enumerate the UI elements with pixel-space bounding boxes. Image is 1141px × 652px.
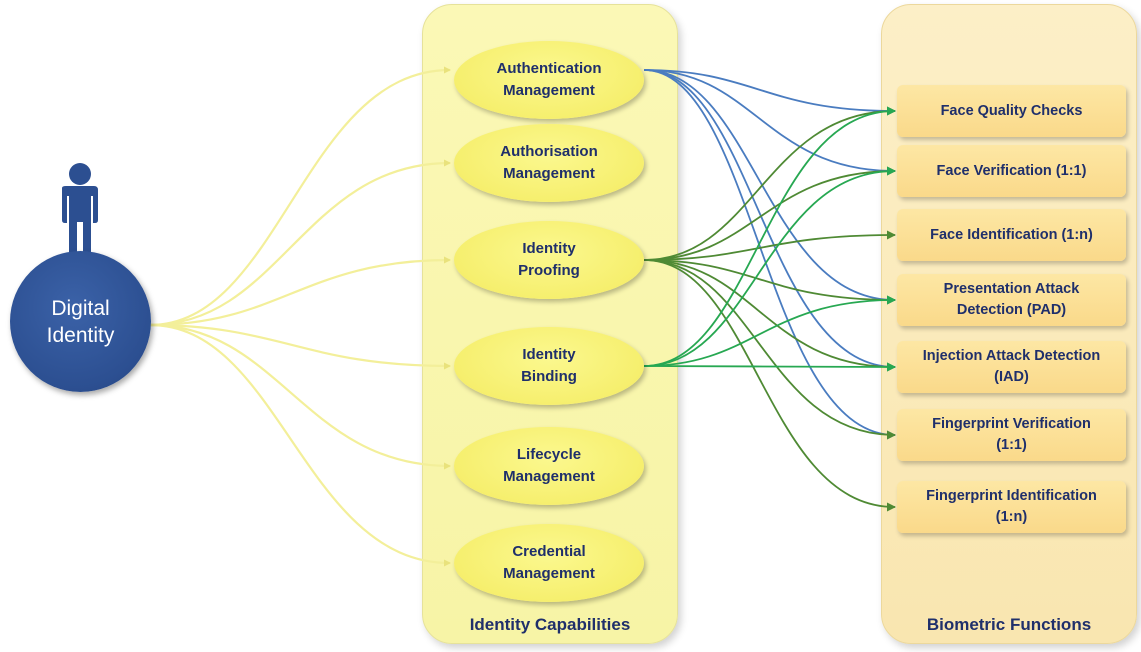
- capability-authorisation-management: Authorisation Management: [454, 124, 644, 202]
- function-presentation-attack-detection: Presentation Attack Detection (PAD): [897, 274, 1126, 326]
- function-fingerprint-verification: Fingerprint Verification (1:1): [897, 409, 1126, 461]
- connector-bind-to-fqc: [643, 106, 896, 367]
- digital-identity-node: Digital Identity: [10, 251, 151, 392]
- capability-identity-binding: Identity Binding: [454, 327, 644, 405]
- person-icon: [62, 163, 98, 257]
- function-injection-attack-detection: Injection Attack Detection (IAD): [897, 341, 1126, 393]
- connector-digital-identity-to-auth: [149, 66, 451, 327]
- connector-proof-to-fpi: [643, 259, 896, 512]
- connector-digital-identity-to-life: [149, 323, 451, 470]
- capability-identity-proofing: Identity Proofing: [454, 221, 644, 299]
- connector-proof-to-fi: [643, 230, 896, 261]
- function-fingerprint-identification: Fingerprint Identification (1:n): [897, 481, 1126, 533]
- connector-digital-identity-to-authz: [149, 159, 451, 327]
- connector-digital-identity-to-cred: [149, 323, 451, 567]
- identity-capabilities-title: Identity Capabilities: [469, 615, 631, 634]
- connector-auth-to-fv: [643, 69, 896, 176]
- connector-bind-to-fv: [643, 166, 896, 367]
- connector-proof-to-fqc: [643, 106, 896, 261]
- connector-bind-to-pad: [643, 295, 896, 367]
- connector-bind-to-iad: [643, 362, 896, 372]
- capability-authentication-management: Authentication Management: [454, 41, 644, 119]
- connector-digital-identity-to-bind: [149, 323, 451, 370]
- function-face-quality-checks: Face Quality Checks: [897, 85, 1126, 137]
- connector-proof-to-fpv: [643, 259, 896, 440]
- function-face-verification: Face Verification (1:1): [897, 145, 1126, 197]
- capability-credential-management: Credential Management: [454, 524, 644, 602]
- connector-proof-to-iad: [643, 259, 896, 372]
- connector-digital-identity-to-proof: [149, 256, 451, 327]
- connector-proof-to-fv: [643, 166, 896, 261]
- function-face-identification: Face Identification (1:n): [897, 209, 1126, 261]
- connector-auth-to-iad: [643, 69, 896, 372]
- connector-auth-to-fpv: [643, 69, 896, 440]
- connector-proof-to-pad: [643, 259, 896, 305]
- connector-auth-to-fqc: [643, 69, 896, 116]
- capability-lifecycle-management: Lifecycle Management: [454, 427, 644, 505]
- biometric-functions-title: Biometric Functions: [926, 615, 1092, 634]
